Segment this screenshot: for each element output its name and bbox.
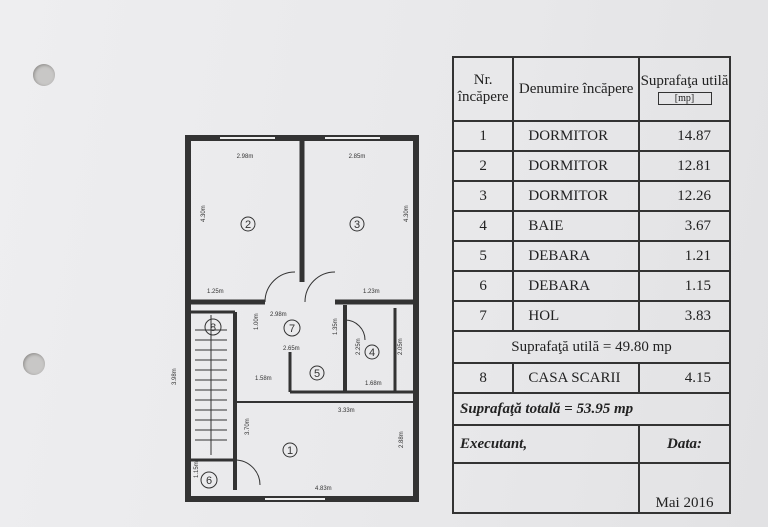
room-6-number: 6 bbox=[206, 475, 212, 487]
row-area: 1.21 bbox=[638, 240, 731, 272]
row-area: 3.67 bbox=[638, 210, 731, 242]
dim-label: 2.85m bbox=[349, 154, 366, 160]
stair-nr: 8 bbox=[451, 362, 515, 394]
dim-label: 3.70m bbox=[245, 418, 251, 435]
unit-label: [mp] bbox=[657, 92, 712, 105]
row-name: DORMITOR bbox=[512, 180, 641, 212]
row-name: DEBARA bbox=[512, 270, 641, 302]
dim-label: 4.30m bbox=[404, 205, 410, 222]
header-nr: Nr. încăpere bbox=[451, 56, 515, 122]
row-nr: 4 bbox=[451, 210, 515, 242]
dim-label: 1.23m bbox=[363, 289, 380, 295]
room-1-number: 1 bbox=[287, 445, 293, 457]
row-nr: 7 bbox=[451, 300, 515, 332]
row-name: HOL bbox=[512, 300, 641, 332]
dim-label: 1.35m bbox=[333, 318, 339, 335]
date-label: Data: bbox=[638, 424, 731, 464]
header-area: Suprafaţa utilă[mp] bbox=[638, 56, 731, 122]
dim-label: 1.25m bbox=[207, 289, 224, 295]
row-nr: 6 bbox=[451, 270, 515, 302]
row-name: DORMITOR bbox=[512, 150, 641, 182]
room-8-number: 8 bbox=[210, 322, 216, 334]
stair-area: 4.15 bbox=[638, 362, 731, 394]
dim-label: 1.15m bbox=[194, 461, 200, 478]
dim-label: 2.65m bbox=[283, 346, 300, 352]
date-value: Mai 2016 bbox=[638, 462, 731, 514]
row-name: DORMITOR bbox=[512, 120, 641, 152]
stair-name: CASA SCARII bbox=[512, 362, 641, 394]
dim-label: 2.98m bbox=[237, 154, 254, 160]
dim-label: 4.30m bbox=[201, 205, 207, 222]
row-name: BAIE bbox=[512, 210, 641, 242]
floor-plan: 2 3 7 8 4 5 1 6 2.98m 2.85m 4.30m 4.30m … bbox=[172, 135, 419, 502]
row-area: 1.15 bbox=[638, 270, 731, 302]
room-4-number: 4 bbox=[369, 347, 375, 359]
dim-label: 3.98m bbox=[172, 368, 178, 385]
row-nr: 1 bbox=[451, 120, 515, 152]
dim-label: 1.00m bbox=[254, 313, 260, 330]
executant-signature-box bbox=[451, 462, 641, 514]
punch-hole-bottom bbox=[23, 353, 45, 375]
row-nr: 2 bbox=[451, 150, 515, 182]
dim-label: 2.05m bbox=[398, 338, 404, 355]
dim-label: 2.25m bbox=[356, 338, 362, 355]
row-area: 14.87 bbox=[638, 120, 731, 152]
row-area: 3.83 bbox=[638, 300, 731, 332]
executant-label: Executant, bbox=[451, 424, 641, 464]
room-7-number: 7 bbox=[289, 323, 295, 335]
header-name: Denumire încăpere bbox=[512, 56, 641, 122]
rooms-table: Nr. încăpere Denumire încăpere Suprafaţa… bbox=[451, 56, 731, 514]
dim-label: 2.98m bbox=[270, 312, 287, 318]
dim-label: 2.88m bbox=[399, 431, 405, 448]
room-2-number: 2 bbox=[245, 219, 251, 231]
subtotal-usable-area: Suprafaţă utilă = 49.80 mp bbox=[452, 330, 731, 364]
total-area: Suprafaţă totală = 53.95 mp bbox=[452, 392, 731, 426]
row-nr: 5 bbox=[451, 240, 515, 272]
row-name: DEBARA bbox=[512, 240, 641, 272]
dim-label: 3.33m bbox=[338, 408, 355, 414]
room-3-number: 3 bbox=[354, 219, 360, 231]
dim-label: 4.83m bbox=[315, 486, 332, 492]
row-area: 12.81 bbox=[638, 150, 731, 182]
room-5-number: 5 bbox=[314, 368, 320, 380]
dim-label: 1.58m bbox=[255, 376, 272, 382]
dim-label: 1.68m bbox=[365, 381, 382, 387]
row-nr: 3 bbox=[451, 180, 515, 212]
row-area: 12.26 bbox=[638, 180, 731, 212]
punch-hole-top bbox=[33, 64, 55, 86]
